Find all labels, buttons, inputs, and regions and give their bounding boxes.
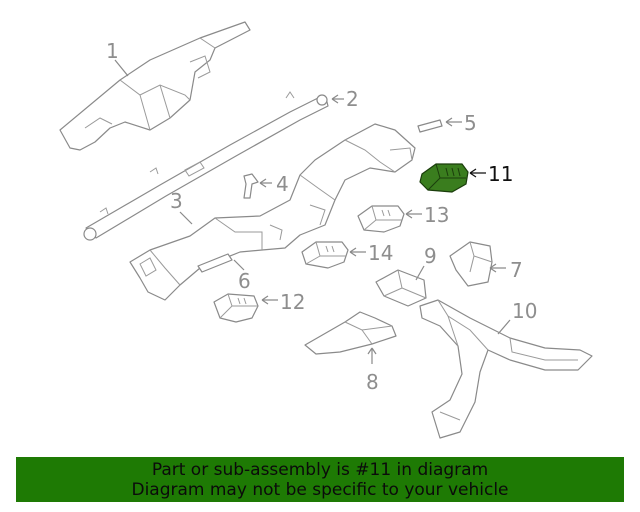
parts-diagram: 1 2 3 4 5 6 — [59, 21, 593, 439]
callout-7: 7 — [510, 258, 523, 282]
part-6-pin — [197, 253, 233, 273]
part-7-bracket — [449, 241, 493, 287]
part-4-clip — [243, 173, 259, 199]
part-10-floor-duct — [419, 299, 593, 439]
leader-8 — [367, 347, 377, 364]
leader-11 — [469, 168, 486, 178]
callout-5: 5 — [464, 111, 477, 135]
leader-7 — [489, 263, 506, 273]
callout-9: 9 — [424, 244, 437, 268]
callout-11: 11 — [488, 162, 513, 186]
part-12-vent — [213, 293, 259, 323]
callout-10: 10 — [512, 299, 537, 323]
part-1-defroster-duct — [59, 21, 251, 151]
banner-line-1: Part or sub-assembly is #11 in diagram — [151, 460, 489, 480]
callout-14: 14 — [368, 241, 393, 265]
callout-2: 2 — [346, 87, 359, 111]
leader-1 — [114, 59, 129, 77]
leader-9 — [415, 265, 425, 281]
leader-3 — [179, 211, 193, 225]
part-8-bracket — [304, 311, 397, 355]
leader-6 — [233, 259, 245, 271]
part-5-pin — [417, 119, 443, 133]
callout-6: 6 — [238, 269, 251, 293]
part-3-main-duct — [129, 123, 416, 301]
banner-line-2: Diagram may not be specific to your vehi… — [131, 480, 509, 500]
callout-12: 12 — [280, 290, 305, 314]
leader-5 — [445, 117, 462, 127]
callout-1: 1 — [106, 39, 119, 63]
part-9-vent — [375, 269, 427, 307]
leader-4 — [259, 178, 272, 188]
part-13-vent — [357, 205, 405, 233]
callout-8: 8 — [366, 370, 379, 394]
info-banner: Part or sub-assembly is #11 in diagram D… — [16, 457, 624, 502]
leader-12 — [261, 295, 278, 305]
callout-4: 4 — [276, 172, 289, 196]
part-14-vent — [301, 241, 349, 269]
callout-3: 3 — [170, 189, 183, 213]
part-11-vent-highlighted — [419, 163, 469, 193]
leader-14 — [349, 247, 366, 257]
callout-13: 13 — [424, 203, 449, 227]
leader-10 — [497, 319, 511, 335]
leader-13 — [405, 209, 422, 219]
part-2-rail — [83, 91, 329, 241]
leader-2 — [331, 94, 344, 104]
